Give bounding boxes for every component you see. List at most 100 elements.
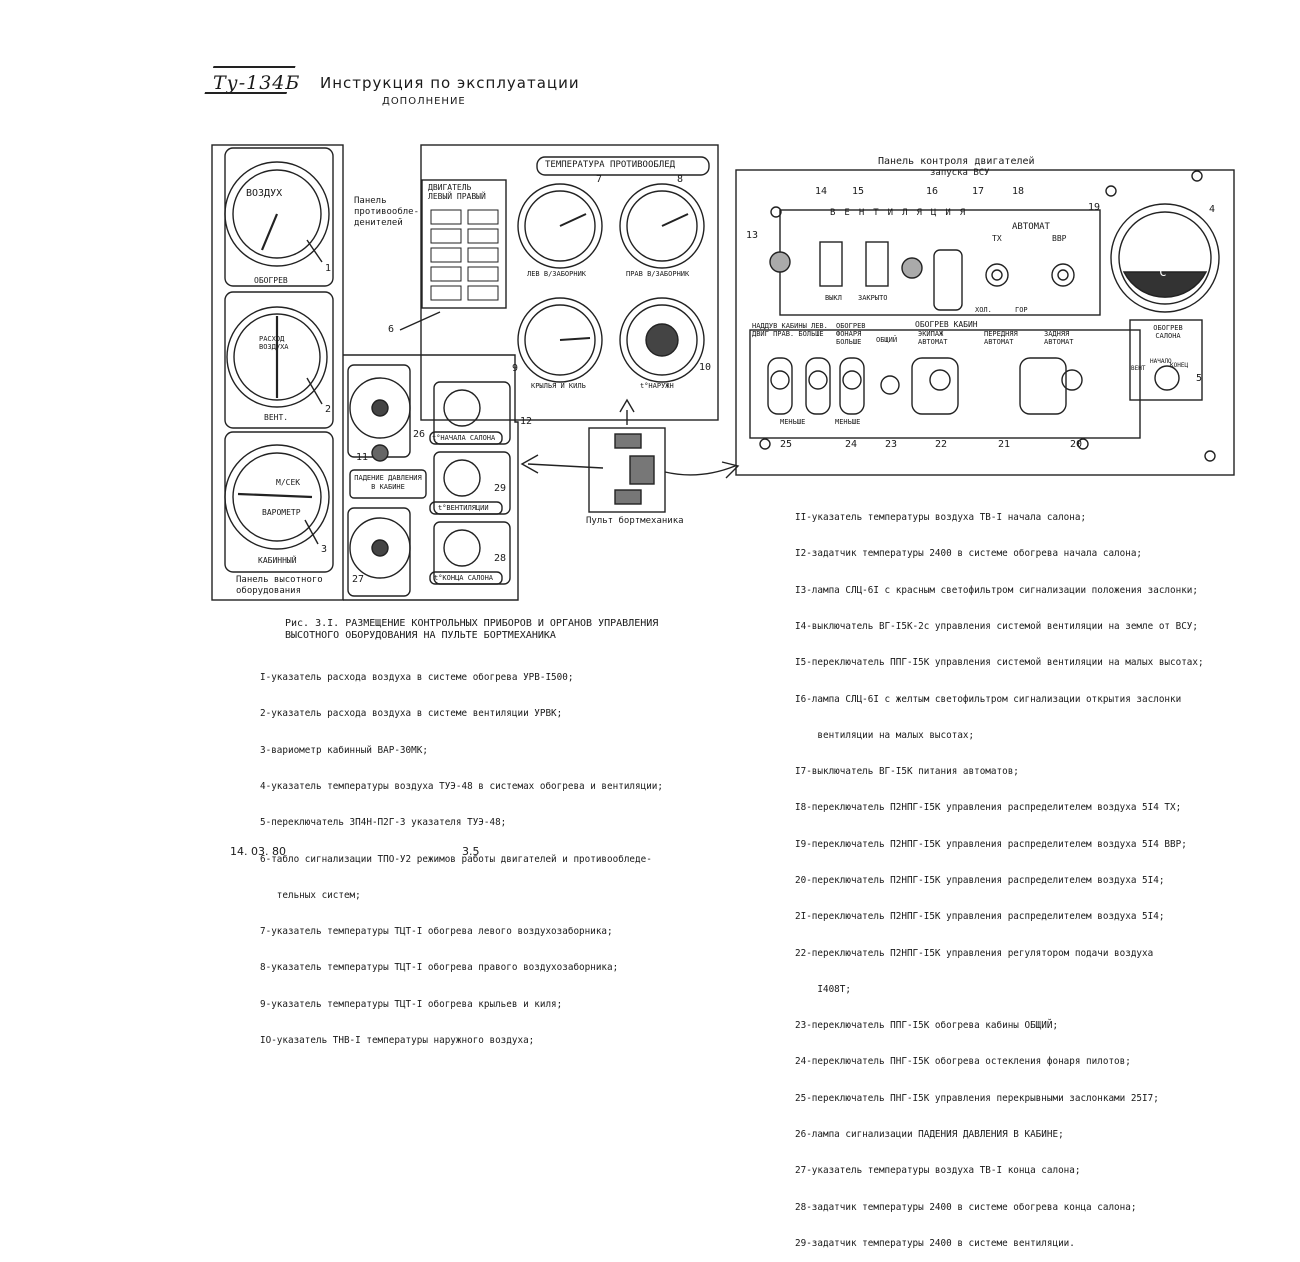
- gor-label: ГОР: [1015, 306, 1028, 314]
- svg-text:28: 28: [494, 553, 506, 564]
- end-sel-label: КОНЕЦ: [1170, 362, 1189, 369]
- front-label: ПЕРЕДНЯЯ АВТОМАТ: [984, 330, 1018, 346]
- svg-text:18: 18: [1012, 186, 1024, 197]
- toggle-switches: [767, 357, 1083, 415]
- left-intake-temp-gauge: [517, 183, 603, 269]
- tx-label: ТХ: [992, 234, 1002, 243]
- gauge-10-caption: t°НАРУЖН: [640, 382, 674, 390]
- temp-unit-label: °С: [1152, 265, 1167, 279]
- svg-text:10: 10: [699, 362, 711, 373]
- legend-item: I9-переключатель П2НПГ-I5К управления ра…: [795, 838, 1187, 850]
- outside-air-temp-gauge: [619, 297, 705, 383]
- air-temp-indicator: [1110, 203, 1220, 313]
- svg-text:5: 5: [1196, 373, 1202, 384]
- gauge-3-sub: ВАРОМЕТР: [262, 508, 301, 517]
- figure-caption: Рис. 3.I. РАЗМЕЩЕНИЕ КОНТРОЛЬНЫХ ПРИБОРО…: [285, 618, 658, 642]
- air-flow-heating-gauge: [224, 161, 330, 267]
- document-title: Инструкция по эксплуатации: [320, 74, 580, 92]
- footer-date: 14. 03. 80: [230, 845, 286, 858]
- legend-item: тельных систем;: [260, 889, 361, 901]
- console-sketch: [588, 427, 666, 513]
- engine-panel-frame: [735, 169, 1235, 476]
- salon-end-temp-setter: [443, 529, 481, 567]
- legend-item: 28-задатчик температуры 2400 в системе о…: [795, 1201, 1137, 1213]
- engine-panel-subtitle: запуска ВСУ: [930, 168, 990, 178]
- cabin-heating-label: ОБОГРЕВ КАБИН: [915, 320, 978, 329]
- svg-text:9: 9: [512, 363, 518, 374]
- legend-item: 29-задатчик температуры 2400 в системе в…: [795, 1237, 1075, 1249]
- document-subtitle: ДОПОЛНЕНИЕ: [382, 96, 466, 107]
- temp-selector-switch: [1154, 365, 1180, 391]
- svg-text:13: 13: [746, 230, 758, 241]
- svg-text:26: 26: [413, 429, 425, 440]
- ventilation-temp-setter: [443, 459, 481, 497]
- legend-item: 6-табло сигнализации ТПО-У2 режимов рабо…: [260, 853, 652, 865]
- legend-item: I7-выключатель ВГ-I5К питания автоматов;: [795, 766, 1019, 778]
- wing-fin-temp-gauge: [517, 297, 603, 383]
- gauge-7-caption: ЛЕВ В/ЗАБОРНИК: [527, 270, 587, 278]
- legend-item: 7-указатель температуры ТЦТ-I обогрева л…: [260, 926, 613, 938]
- vykl-label: ВЫКЛ: [825, 294, 842, 302]
- anti-ice-title: ТЕМПЕРАТУРА ПРОТИВООБЛЕД: [545, 160, 676, 170]
- page-number: 3.5: [462, 845, 480, 858]
- zakryto-label: ЗАКРЫТО: [858, 294, 888, 302]
- legend-item: 24-переключатель ПНГ-I5К обогрева остекл…: [795, 1056, 1131, 1068]
- legend-item: 8-указатель температуры ТЦТ-I обогрева п…: [260, 962, 619, 974]
- ventilation-temp-label: t°ВЕНТИЛЯЦИИ: [438, 504, 489, 512]
- legend-item: I2-задатчик температуры 2400 в системе о…: [795, 548, 1143, 560]
- svg-text:17: 17: [972, 186, 984, 197]
- svg-text:21: 21: [998, 439, 1010, 450]
- legend-item: 25-переключатель ПНГ-I5К управления пере…: [795, 1092, 1159, 1104]
- salon-end-label: t°КОНЦА САЛОНА: [434, 574, 494, 582]
- legend-item: I5-переключатель ППГ-I5К управления сист…: [795, 657, 1204, 669]
- common-label: ОБЩИЙ: [876, 336, 898, 344]
- legend-item: I8-переключатель П2НПГ-I5К управления ра…: [795, 802, 1182, 814]
- svg-text:2: 2: [325, 404, 331, 415]
- anti-ice-panel-caption: Панель противообле- денителей: [354, 196, 420, 228]
- engine-panel-title: Панель контроля двигателей: [878, 156, 1035, 167]
- salon-start-label: t°НАЧАЛА САЛОНА: [432, 434, 496, 442]
- ventilation-label: ВЕНТИЛЯЦИЯ: [830, 208, 975, 218]
- engine-label: ДВИГАТЕЛЬ ЛЕВЫЙ ПРАВЫЙ: [428, 183, 486, 201]
- legend-item: 22-переключатель П2НПГ-I5К управления ре…: [795, 947, 1154, 959]
- svg-text:23: 23: [885, 439, 897, 450]
- left-panel-frame: [211, 144, 344, 601]
- legend-item: 2-указатель расхода воздуха в системе ве…: [260, 708, 563, 720]
- legend-item: 5-переключатель ЗП4Н-П2Г-3 указателя ТУЭ…: [260, 817, 507, 829]
- svg-text:20: 20: [1070, 439, 1082, 450]
- svg-text:14: 14: [815, 186, 827, 197]
- svg-text:12: 12: [520, 416, 532, 427]
- hol-label: ХОЛ.: [975, 306, 992, 314]
- svg-text:7: 7: [596, 174, 602, 185]
- rear-label: ЗАДНЯЯ АВТОМАТ: [1044, 330, 1074, 346]
- svg-text:27: 27: [352, 574, 364, 585]
- salon-start-temp-gauge: [349, 377, 411, 439]
- anti-ice-panel-frame: [420, 144, 719, 421]
- svg-text:22: 22: [935, 439, 947, 450]
- gauge-1-label: ВОЗДУХ: [246, 188, 283, 199]
- variometer-badge: КАБИННЫЙ: [258, 556, 297, 565]
- legend-item: II-указатель температуры воздуха ТВ-I на…: [795, 512, 1087, 524]
- legend-item: 4-указатель температуры воздуха ТУЭ-48 в…: [260, 781, 663, 793]
- legend-item: 3-вариометр кабинный ВАР-30МК;: [260, 744, 428, 756]
- svg-text:8: 8: [677, 174, 683, 185]
- pressure-drop-lamp: [371, 444, 389, 462]
- legend-item: I408Т;: [795, 983, 851, 995]
- gauge-8-caption: ПРАВ В/ЗАБОРНИК: [626, 270, 690, 278]
- svg-text:25: 25: [780, 439, 792, 450]
- console-caption: Пульт бортмеханика: [586, 516, 684, 526]
- heating-badge: ОБОГРЕВ: [254, 276, 288, 285]
- legend-item: I6-лампа СЛЦ-6I с желтым светофильтром с…: [795, 693, 1182, 705]
- legend-item: 23-переключатель ППГ-I5К обогрева кабины…: [795, 1020, 1059, 1032]
- pressurization-label: НАДДУВ КАБИНЫ ЛЕВ. ДВИГ ПРАВ. БОЛЬШЕ: [752, 322, 828, 338]
- svg-text:1: 1: [325, 263, 331, 274]
- vent-badge: ВЕНТ.: [264, 413, 289, 422]
- flap-position-lamp: [769, 251, 791, 273]
- salon-start-temp-setter: [443, 389, 481, 427]
- salon-heating-label: ОБОГРЕВ САЛОНА: [1153, 324, 1183, 340]
- legend-item: I-указатель расхода воздуха в системе об…: [260, 672, 574, 684]
- aircraft-logo: Ту-134Б: [213, 72, 301, 94]
- svg-text:19: 19: [1088, 202, 1100, 213]
- legend-right: II-указатель температуры воздуха ТВ-I на…: [795, 488, 1204, 1262]
